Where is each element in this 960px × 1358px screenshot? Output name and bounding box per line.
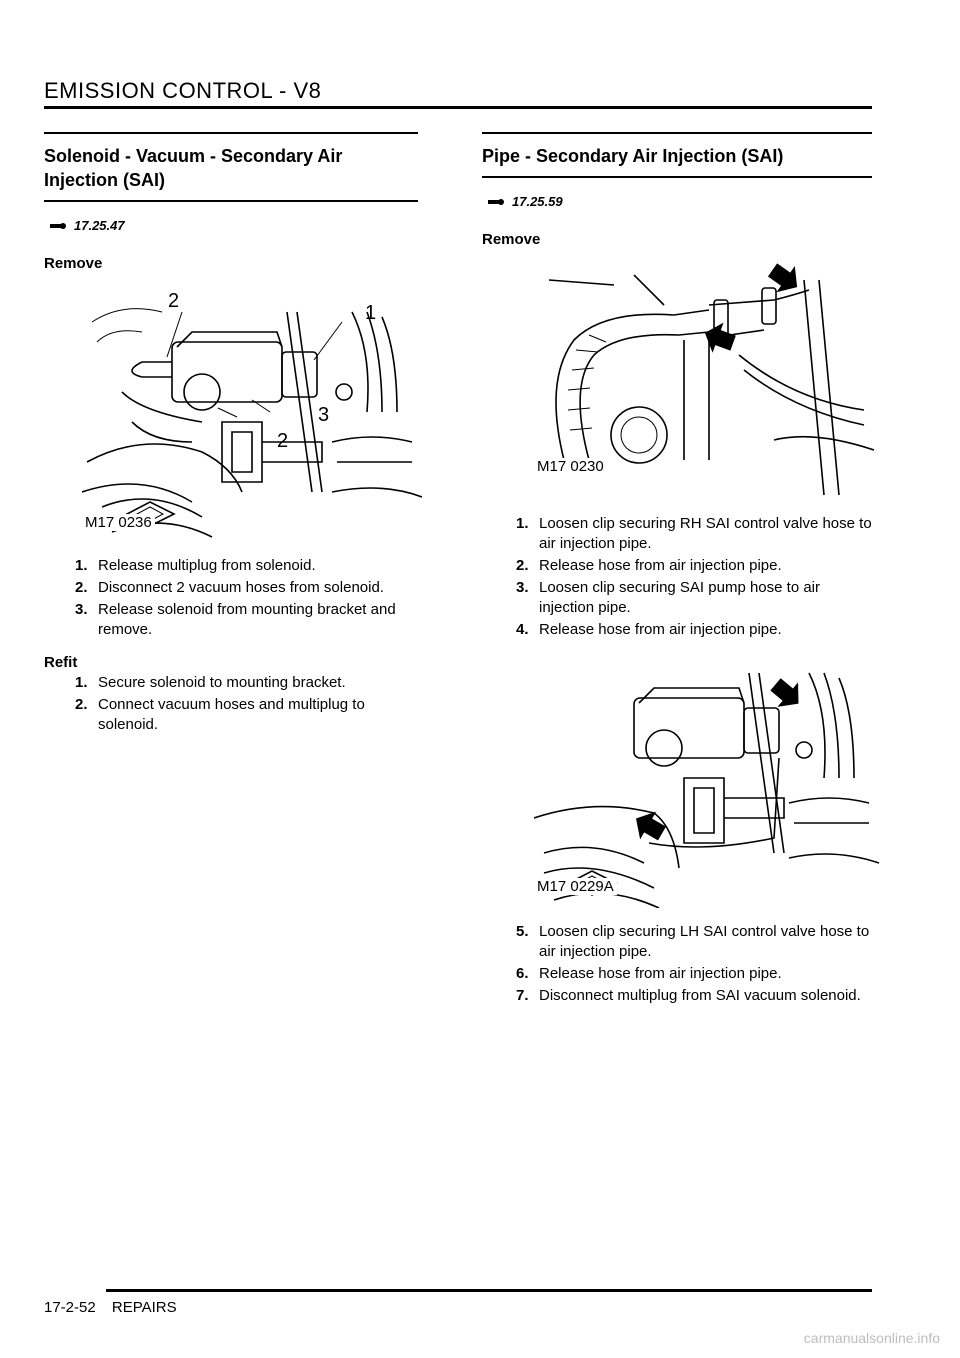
remove-heading: Remove: [44, 255, 103, 272]
refit-steps: 1.Secure solenoid to mounting bracket. 2…: [44, 673, 418, 735]
list-item: 5.Loosen clip securing LH SAI control va…: [516, 923, 870, 960]
repair-ref-code: 17.25.59: [512, 194, 563, 209]
left-column: Solenoid - Vacuum - Secondary Air Inject…: [44, 132, 423, 737]
callout-3: 3: [318, 404, 330, 426]
lh-sai-figure: M17 0229A: [533, 668, 884, 909]
page-footer: 17-2-52 REPAIRS: [44, 1299, 177, 1316]
repair-ref: 17.25.47: [50, 218, 418, 233]
repair-ref: 17.25.59: [488, 194, 872, 209]
list-item: 4.Release hose from air injection pipe.: [516, 621, 782, 638]
page-number: 17-2-52: [44, 1299, 96, 1316]
refit-heading: Refit: [44, 654, 78, 671]
remove-steps-part-1: 1.Loosen clip securing RH SAI control va…: [482, 514, 872, 640]
section-rule-top: [482, 132, 872, 134]
section-rule-top: [44, 132, 418, 134]
wrench-icon: [50, 222, 66, 229]
list-item: 2.Disconnect 2 vacuum hoses from solenoi…: [75, 579, 384, 596]
remove-steps-part-2: 5.Loosen clip securing LH SAI control va…: [482, 922, 872, 1006]
figure-label: M17 0230: [534, 458, 607, 475]
callout-1: 1: [365, 302, 377, 324]
remove-steps: 1.Release multiplug from solenoid. 2.Dis…: [44, 556, 418, 640]
section-rule-bottom: [44, 200, 418, 202]
remove-heading: Remove: [482, 231, 541, 248]
list-item: 3.Release solenoid from mounting bracket…: [75, 601, 396, 638]
right-column: Pipe - Secondary Air Injection (SAI) 17.…: [482, 132, 880, 1008]
list-item: 3.Loosen clip securing SAI pump hose to …: [516, 579, 820, 616]
list-item: 1.Loosen clip securing RH SAI control va…: [516, 515, 872, 552]
sai-pipe-illustration: [548, 263, 875, 496]
section-rule-bottom: [482, 176, 872, 178]
lh-sai-illustration: [533, 672, 880, 909]
callout-2-bottom: 2: [277, 430, 289, 452]
list-item: 1.Release multiplug from solenoid.: [75, 557, 316, 574]
list-item: 1.Secure solenoid to mounting bracket.: [75, 674, 346, 691]
repair-ref-code: 17.25.47: [74, 218, 125, 233]
list-item: 2.Release hose from air injection pipe.: [516, 557, 782, 574]
figure-label: M17 0229A: [534, 878, 617, 895]
sai-pipe-figure: M17 0230: [534, 260, 884, 500]
wrench-icon: [488, 198, 504, 205]
solenoid-illustration: [81, 308, 423, 538]
header-rule: [44, 106, 872, 109]
callout-2-top: 2: [168, 290, 180, 312]
figure-label: M17 0236: [82, 514, 155, 531]
solenoid-figure: 2 1 3 2 M17 0236: [81, 290, 432, 542]
list-item: 2.Connect vacuum hoses and multiplug to …: [75, 696, 365, 733]
section-title: Pipe - Secondary Air Injection (SAI): [482, 146, 784, 166]
section-title: Solenoid - Vacuum - Secondary Air Inject…: [44, 146, 343, 190]
footer-section: REPAIRS: [111, 1299, 177, 1316]
list-item: 7.Disconnect multiplug from SAI vacuum s…: [516, 987, 861, 1004]
watermark-link[interactable]: carmanualsonline.info: [803, 1330, 940, 1346]
list-item: 6.Release hose from air injection pipe.: [516, 965, 782, 982]
page-header-title: EMISSION CONTROL - V8: [44, 78, 322, 103]
footer-rule: [106, 1289, 872, 1292]
